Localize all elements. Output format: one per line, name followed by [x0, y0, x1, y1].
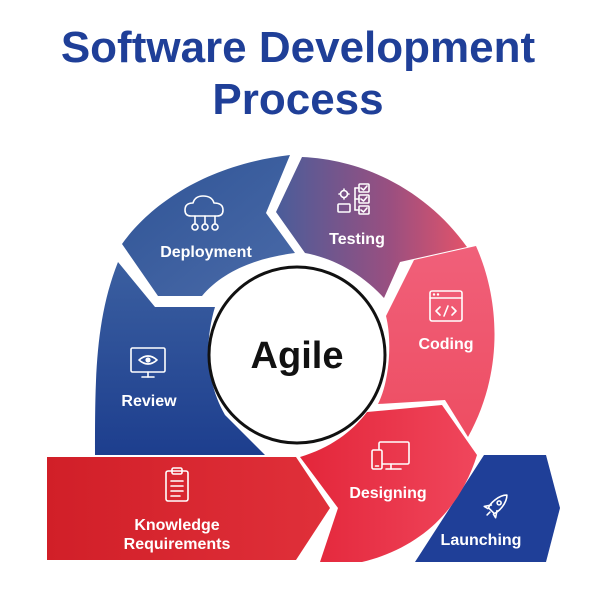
- stage-deployment: Deployment: [122, 155, 295, 296]
- cloud-network-icon: [184, 195, 224, 231]
- testing-label: Testing: [329, 231, 385, 248]
- clipboard-icon: [165, 467, 189, 502]
- stage-designing: Designing: [300, 405, 477, 562]
- review-label: Review: [121, 393, 177, 410]
- devices-icon: [371, 441, 410, 470]
- stage-testing: Testing: [276, 157, 467, 298]
- designing-label: Designing: [349, 485, 426, 502]
- title-line-2: Process: [212, 75, 384, 124]
- monitor-eye-icon: [130, 347, 166, 378]
- deployment-label: Deployment: [160, 244, 252, 261]
- agile-center-circle: Agile: [207, 265, 387, 445]
- stage-review: Review: [95, 262, 265, 455]
- stage-knowledge-requirements: Knowledge Requirements: [47, 457, 330, 560]
- stage-coding: Coding: [378, 246, 495, 437]
- launching-label: Launching: [441, 532, 522, 549]
- checklist-icon: [337, 183, 370, 215]
- knowledge-label-line-2: Requirements: [124, 536, 231, 553]
- knowledge-label-line-1: Knowledge: [134, 517, 219, 534]
- code-window-icon: [429, 290, 463, 322]
- page-title: Software Development Process: [0, 22, 596, 126]
- stage-launching: Launching: [415, 455, 560, 562]
- title-line-1: Software Development: [60, 23, 536, 72]
- rocket-icon: [483, 494, 508, 519]
- coding-label: Coding: [418, 336, 473, 353]
- agile-label: Agile: [251, 335, 344, 377]
